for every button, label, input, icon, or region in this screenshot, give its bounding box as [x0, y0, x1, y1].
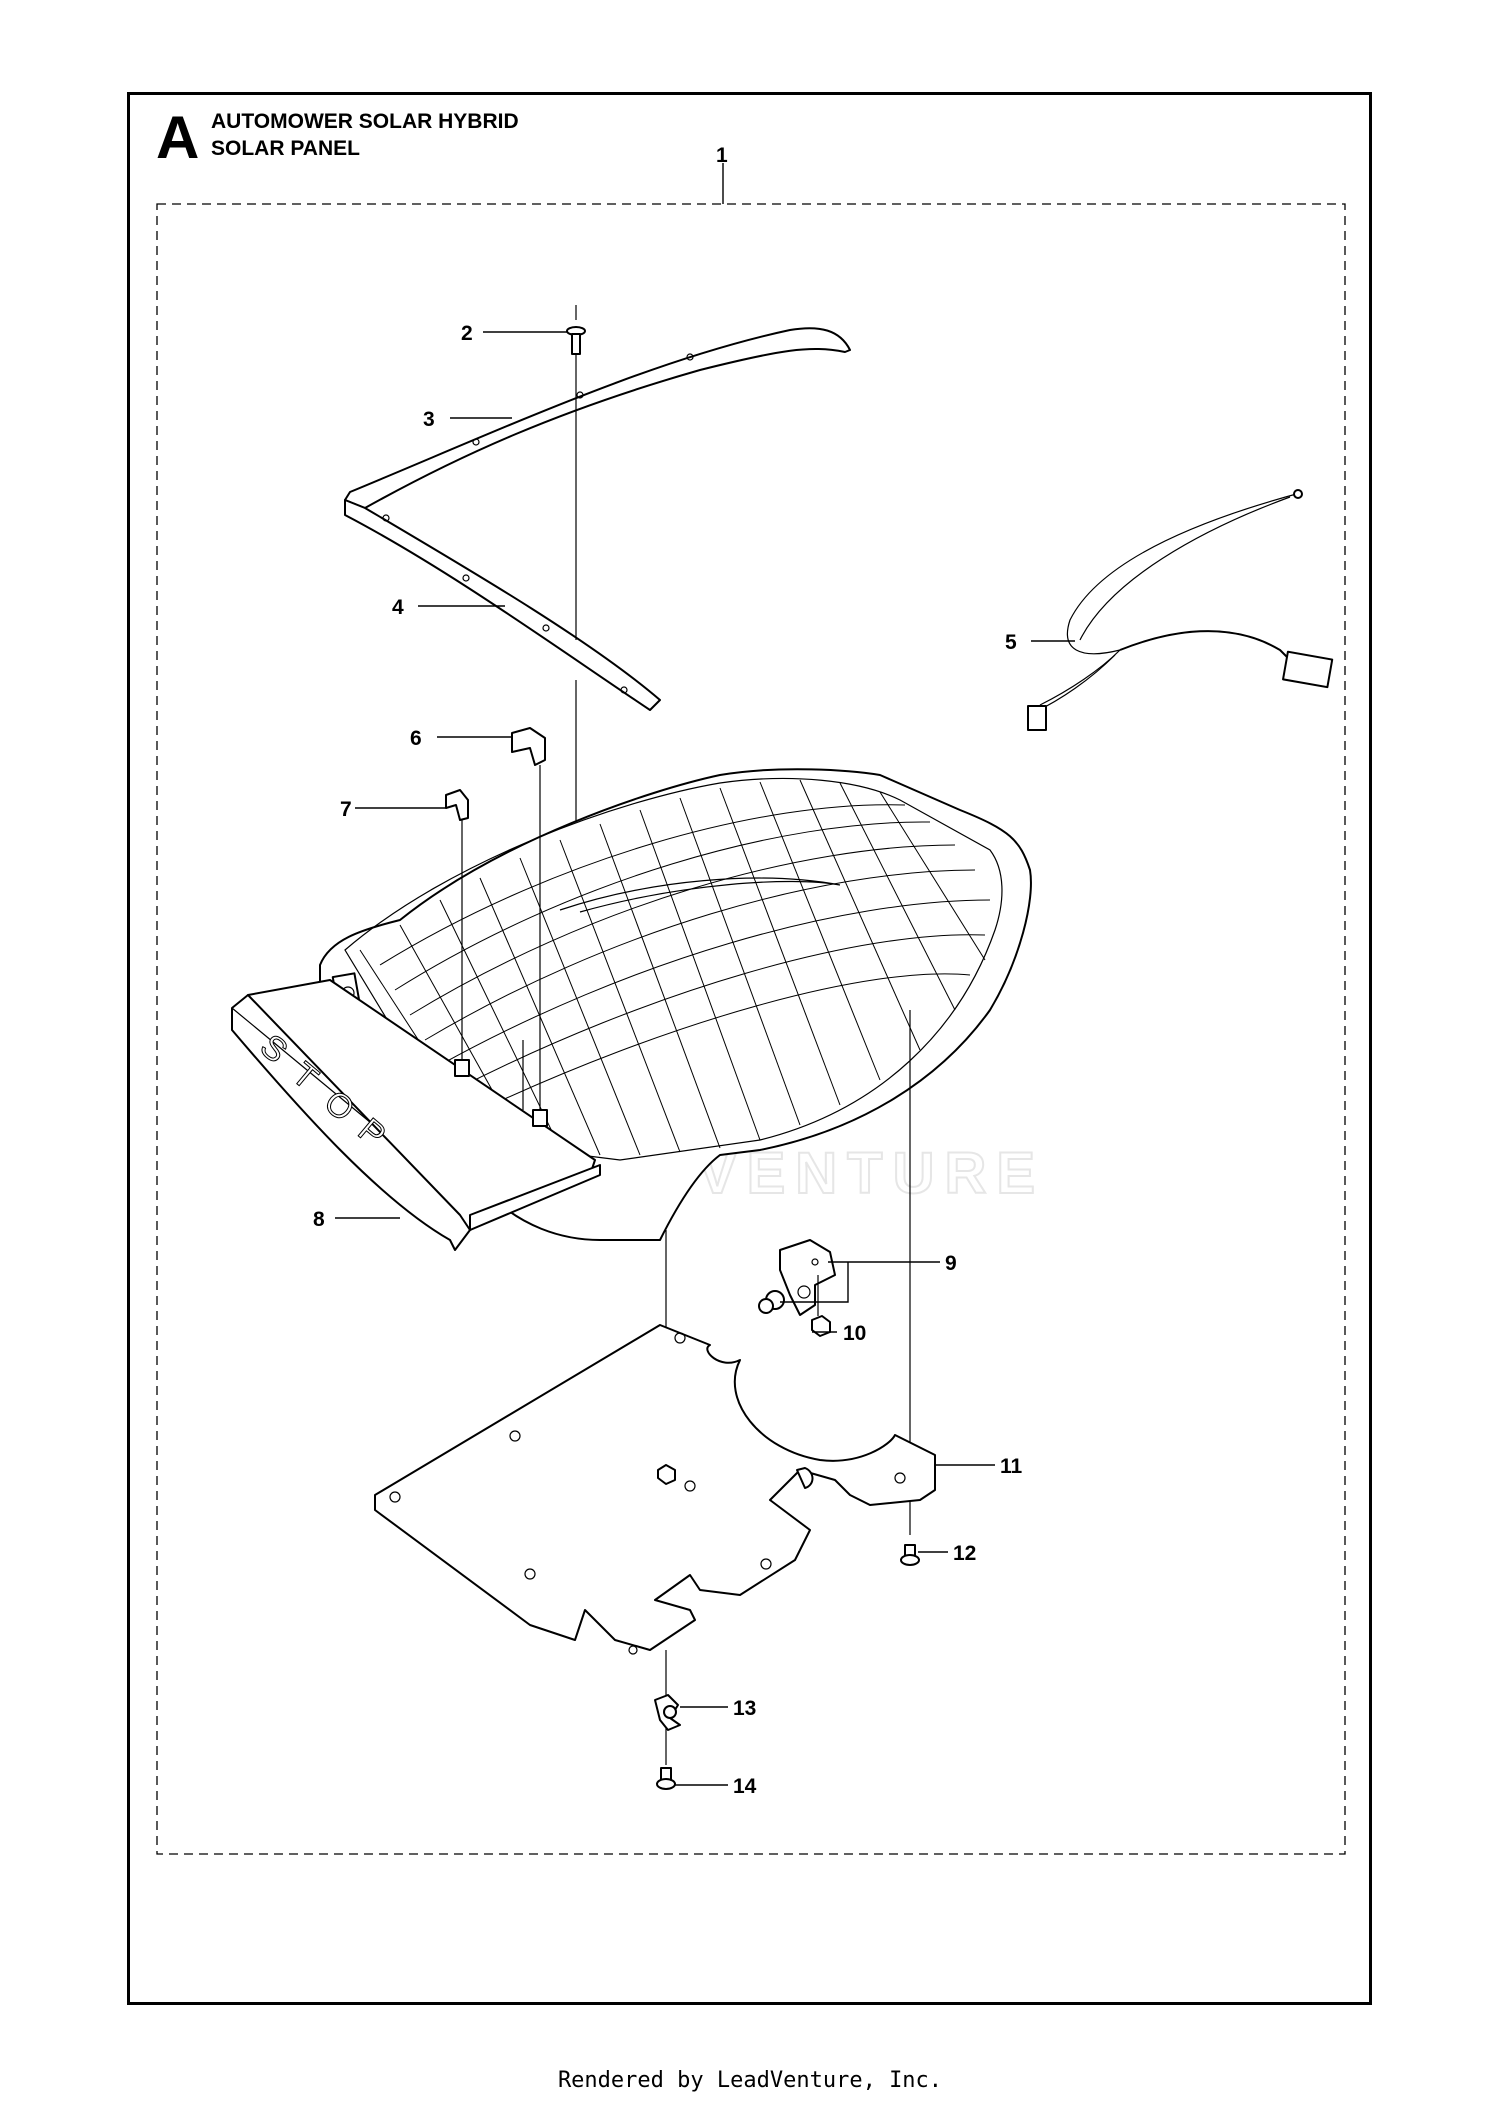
- callout-8: 8: [313, 1208, 325, 1231]
- part-6-clip[interactable]: [511, 727, 548, 1127]
- callout-10: 10: [843, 1322, 866, 1345]
- part-4-frame-strip[interactable]: [344, 499, 661, 711]
- callout-4: 4: [392, 596, 404, 619]
- part-13-clamp[interactable]: [654, 1694, 681, 1731]
- diagram-title-line1: AUTOMOWER SOLAR HYBRID: [211, 110, 519, 133]
- callout-11: 11: [1000, 1455, 1023, 1478]
- part-11-base-plate[interactable]: [374, 1324, 936, 1655]
- footer-credit: Rendered by LeadVenture, Inc.: [557, 2068, 943, 2093]
- part-14-screw[interactable]: [656, 1767, 676, 1790]
- callout-1: 1: [716, 144, 728, 167]
- part-2-screw[interactable]: [566, 305, 586, 395]
- part-9-bracket[interactable]: [779, 1239, 836, 1316]
- callout-13: 13: [733, 1697, 756, 1720]
- page-letter: A: [156, 104, 200, 171]
- callout-7: 7: [340, 798, 352, 821]
- part-9-knob[interactable]: [758, 1290, 785, 1314]
- callout-14: 14: [733, 1775, 757, 1798]
- part-5-cable[interactable]: [1027, 489, 1334, 731]
- part-8-stop-bumper[interactable]: S T O P: [231, 979, 601, 1251]
- callout-9: 9: [945, 1252, 957, 1275]
- part-7-clip[interactable]: [445, 789, 470, 1077]
- part-3-frame-strip[interactable]: [344, 327, 851, 509]
- diagram-title-line2: SOLAR PANEL: [211, 137, 360, 160]
- callout-3: 3: [423, 408, 435, 431]
- part-12-screw[interactable]: [900, 1544, 920, 1566]
- callout-12: 12: [953, 1542, 976, 1565]
- assembly-boundary: [156, 203, 1346, 1855]
- diagram-frame: [127, 92, 1372, 2005]
- callout-6: 6: [410, 727, 422, 750]
- callout-2: 2: [461, 322, 473, 345]
- callout-5: 5: [1005, 631, 1017, 654]
